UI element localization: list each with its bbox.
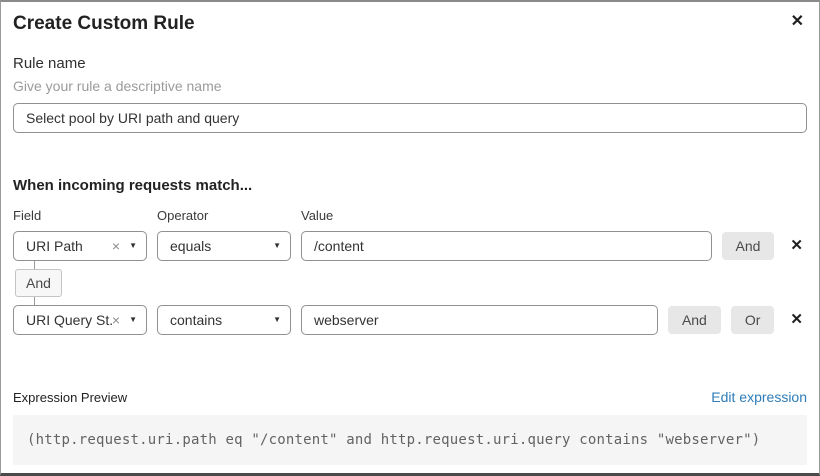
and-button[interactable]: And [667, 306, 721, 334]
expression-preview-label: Expression Preview [13, 390, 128, 405]
dialog-header: Create Custom Rule ✕ [13, 2, 807, 36]
value-input[interactable] [301, 231, 712, 261]
column-labels: Field Operator Value [13, 208, 807, 223]
clear-field-icon[interactable]: × [111, 312, 121, 328]
value-input[interactable] [301, 305, 658, 335]
operator-select[interactable]: equals ▼ [157, 231, 291, 261]
rule-name-label: Rule name [13, 55, 86, 72]
expression-header: Expression Preview Edit expression [13, 389, 807, 405]
field-select-value: URI Query St... [26, 312, 112, 328]
close-icon[interactable]: ✕ [790, 13, 804, 30]
chevron-down-icon: ▼ [273, 315, 281, 324]
and-button[interactable]: And [721, 232, 775, 260]
match-heading: When incoming requests match... [13, 177, 253, 194]
field-column-label: Field [13, 208, 42, 223]
chevron-down-icon: ▼ [273, 241, 281, 250]
chevron-down-icon: ▼ [129, 315, 137, 324]
expression-code: (http.request.uri.path eq "/content" and… [13, 415, 807, 465]
field-select-value: URI Path [26, 238, 83, 254]
value-column-label: Value [301, 208, 334, 223]
match-section: When incoming requests match... Field Op… [13, 177, 807, 335]
delete-condition-icon[interactable]: ✕ [790, 237, 803, 254]
operator-select-value: contains [170, 312, 223, 328]
expression-section: Expression Preview Edit expression (http… [13, 389, 807, 465]
connector-and-badge[interactable]: And [15, 269, 62, 297]
operator-select[interactable]: contains ▼ [157, 305, 291, 335]
field-select[interactable]: URI Query St... × ▼ [13, 305, 147, 335]
or-button[interactable]: Or [730, 306, 775, 334]
rule-name-input[interactable] [13, 103, 807, 133]
operator-column-label: Operator [157, 208, 209, 223]
delete-condition-icon[interactable]: ✕ [790, 311, 803, 328]
clear-field-icon[interactable]: × [111, 238, 121, 254]
condition-connector: And [13, 261, 807, 305]
edit-expression-link[interactable]: Edit expression [711, 389, 807, 405]
rule-name-helper: Give your rule a descriptive name [13, 78, 222, 94]
operator-select-value: equals [170, 238, 212, 254]
rule-name-section: Rule name Give your rule a descriptive n… [13, 55, 807, 133]
field-select[interactable]: URI Path × ▼ [13, 231, 147, 261]
chevron-down-icon: ▼ [129, 241, 137, 250]
page-title: Create Custom Rule [13, 13, 195, 34]
condition-row-2: URI Query St... × ▼ contains ▼ And Or ✕ [13, 305, 807, 335]
condition-row-1: URI Path × ▼ equals ▼ And ✕ [13, 231, 807, 261]
